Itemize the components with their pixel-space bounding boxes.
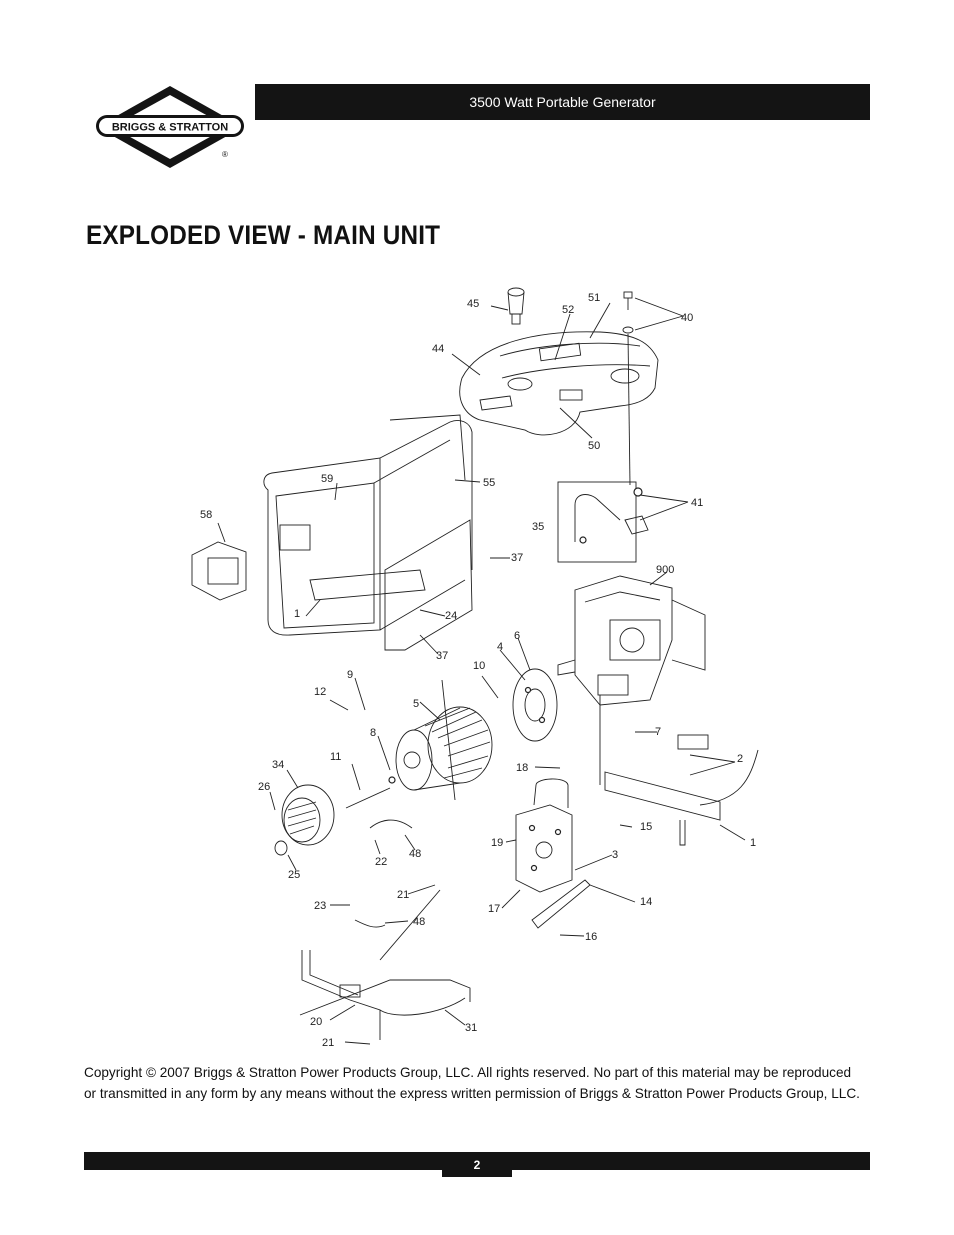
callout-37a: 37 <box>511 552 523 564</box>
muffler-bracket <box>531 879 591 929</box>
footer-bar-right <box>512 1152 870 1170</box>
header-bar: 3500 Watt Portable Generator <box>255 84 870 120</box>
end-cover <box>274 784 335 856</box>
fuel-tank <box>459 331 659 436</box>
part-callouts: 45 51 52 40 44 50 59 55 58 35 41 37 24 1… <box>200 292 756 1049</box>
fuel-cap <box>507 287 525 325</box>
control-panel <box>191 541 247 601</box>
callout-21a: 21 <box>397 889 409 901</box>
wire-harness <box>369 819 413 829</box>
wire-harness-lower <box>354 919 386 928</box>
footer-bar-left <box>84 1152 442 1170</box>
fuel-line-kit <box>557 481 637 563</box>
callout-59: 59 <box>321 473 333 485</box>
callout-19: 19 <box>491 837 503 849</box>
callout-40: 40 <box>681 312 693 324</box>
frame <box>263 414 473 636</box>
callout-8: 8 <box>370 727 376 739</box>
page-number: 2 <box>442 1152 512 1177</box>
lower-support-legs <box>299 950 471 1040</box>
callout-41: 41 <box>691 497 703 509</box>
callout-26: 26 <box>258 781 270 793</box>
callout-34: 34 <box>272 759 284 771</box>
callout-18: 18 <box>516 762 528 774</box>
callout-35: 35 <box>532 521 544 533</box>
exploded-view-diagram: 45 51 52 40 44 50 59 55 58 35 41 37 24 1… <box>191 287 759 1049</box>
bearing-carrier <box>512 668 558 742</box>
callout-9: 9 <box>347 669 353 681</box>
callout-10: 10 <box>473 660 485 672</box>
callout-6: 6 <box>514 630 520 642</box>
callout-2: 2 <box>737 753 743 765</box>
page-title: EXPLODED VIEW - MAIN UNIT <box>86 220 441 250</box>
leader-lines <box>217 297 746 1045</box>
callout-12: 12 <box>314 686 326 698</box>
callout-45: 45 <box>467 298 479 310</box>
alternator-stator <box>395 706 493 791</box>
bracket <box>384 519 473 651</box>
callout-31: 31 <box>465 1022 477 1034</box>
callout-44: 44 <box>432 343 444 355</box>
callout-55: 55 <box>483 477 495 489</box>
callout-24: 24 <box>445 610 457 622</box>
fuel-valve <box>624 487 649 535</box>
callout-3: 3 <box>612 849 618 861</box>
callout-7: 7 <box>655 726 661 738</box>
callout-25: 25 <box>288 869 300 881</box>
callout-1b: 1 <box>750 837 756 849</box>
callout-16: 16 <box>585 931 597 943</box>
brand-logo: BRIGGS & STRATTON ® <box>96 86 244 168</box>
brand-logo-text: BRIGGS & STRATTON <box>112 122 228 134</box>
callout-11: 11 <box>330 751 341 763</box>
engine <box>557 575 706 706</box>
callout-52: 52 <box>562 304 574 316</box>
page-number-label: 2 <box>473 1157 481 1172</box>
copyright-notice: Copyright © 2007 Briggs & Stratton Power… <box>84 1065 860 1101</box>
callout-14: 14 <box>640 896 652 908</box>
product-title: 3500 Watt Portable Generator <box>469 94 656 110</box>
callout-51: 51 <box>588 292 600 304</box>
callout-50: 50 <box>588 440 600 452</box>
callout-17: 17 <box>488 903 500 915</box>
callout-20: 20 <box>310 1016 322 1028</box>
callout-1a: 1 <box>294 608 300 620</box>
callout-21b: 21 <box>322 1037 334 1049</box>
callout-22: 22 <box>375 856 387 868</box>
callout-37b: 37 <box>436 650 448 662</box>
right-support-frame <box>604 734 759 846</box>
tank-bolt <box>622 291 634 486</box>
registered-mark: ® <box>222 150 228 159</box>
rotor-bolt <box>345 776 396 809</box>
muffler <box>515 778 573 893</box>
callout-23: 23 <box>314 900 326 912</box>
callout-5: 5 <box>413 698 419 710</box>
callout-900: 900 <box>656 564 674 576</box>
callout-15: 15 <box>640 821 652 833</box>
callout-4: 4 <box>497 641 503 653</box>
callout-48a: 48 <box>409 848 421 860</box>
callout-58: 58 <box>200 509 212 521</box>
callout-48b: 48 <box>413 916 425 928</box>
